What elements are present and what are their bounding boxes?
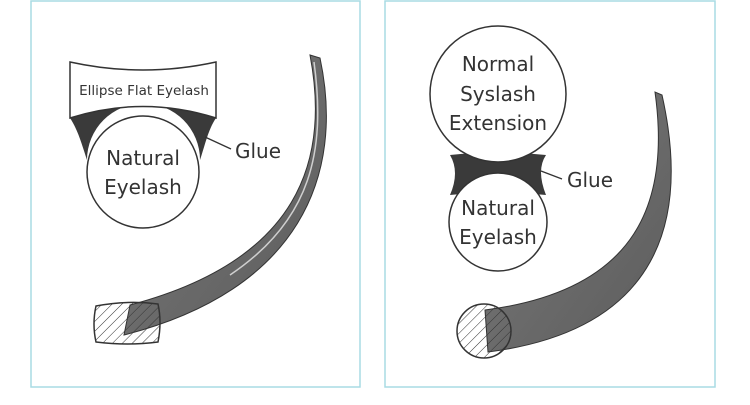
glue-label-right: Glue [567, 168, 613, 192]
glue-pointer-left [204, 136, 232, 150]
normal-extension-label-line3: Extension [449, 111, 547, 135]
glue-shape-left [70, 103, 216, 160]
panel-normal-eyelash: Normal Syslash Extension Natural Eyelash… [384, 0, 716, 388]
round-lash-cross-section [456, 303, 512, 359]
normal-extension-label-line1: Normal [462, 52, 534, 76]
glue-pointer-right [540, 170, 563, 180]
glue-label-left: Glue [235, 139, 281, 163]
natural-eyelash-label-right-line1: Natural [461, 196, 535, 220]
normal-extension-label-line2: Syslash [460, 82, 536, 106]
panel-flat-eyelash: Ellipse Flat Eyelash Natural Eyelash Glu… [30, 0, 361, 388]
natural-eyelash-label-right-line2: Eyelash [459, 225, 537, 249]
natural-eyelash-label-left-line2: Eyelash [104, 175, 182, 199]
normal-extension-circle [429, 25, 567, 163]
natural-eyelash-circle-right [448, 172, 548, 272]
flat-eyelash-shape [69, 61, 217, 120]
natural-eyelash-circle-left [86, 115, 200, 229]
flat-eyelash-label: Ellipse Flat Eyelash [79, 83, 209, 99]
natural-eyelash-label-left-line1: Natural [106, 146, 180, 170]
flat-lash-cross-section [93, 301, 161, 345]
